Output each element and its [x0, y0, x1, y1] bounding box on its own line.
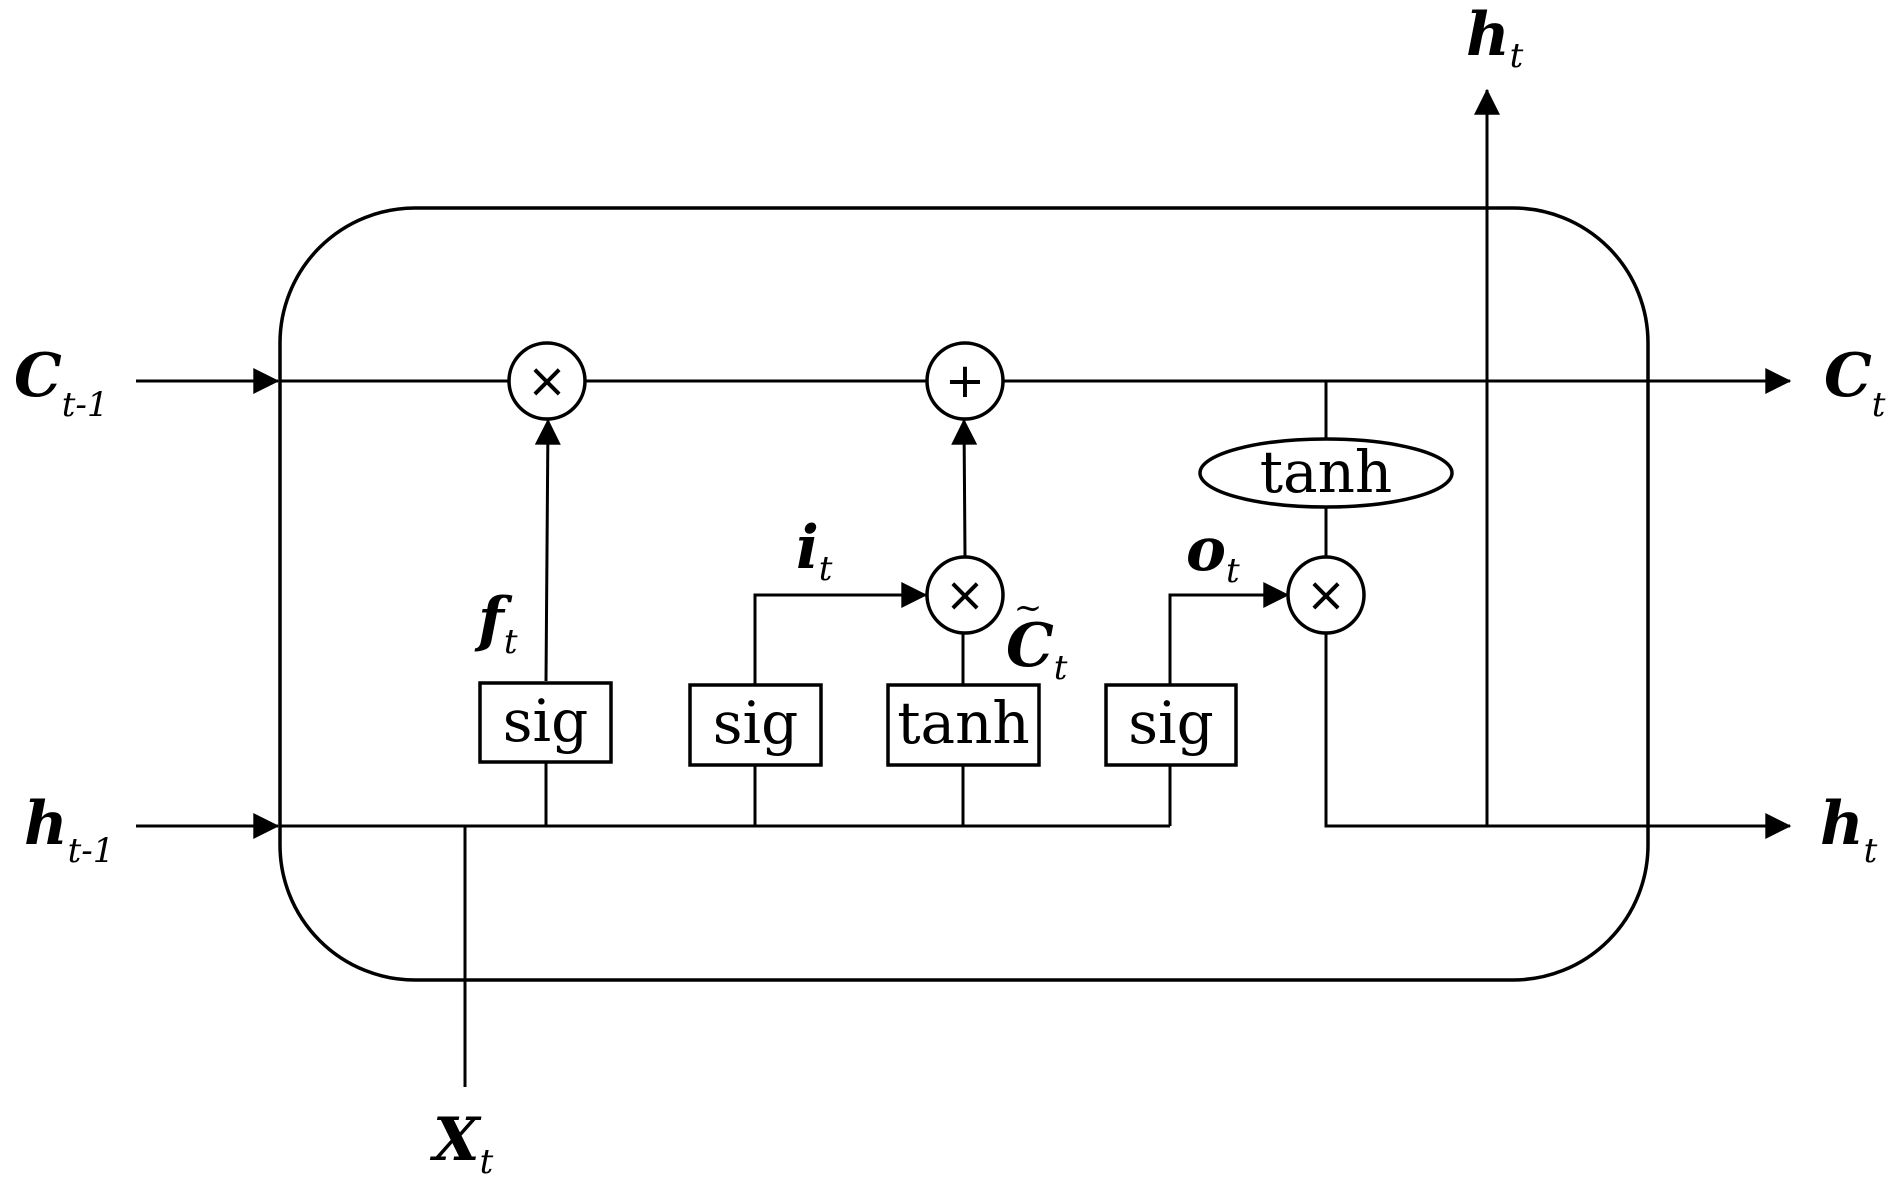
- c-prev-label: Ct-1: [14, 341, 109, 425]
- forget-multiply-operator: ×: [507, 341, 587, 421]
- cell-add-operator: +: [925, 341, 1005, 421]
- c-out-label: Ct: [1824, 341, 1886, 425]
- c-tilde-label: Ct: [1006, 611, 1068, 688]
- input-multiply-operator: ×: [925, 555, 1005, 635]
- forget-multiply-symbol: ×: [527, 353, 567, 409]
- h-out-top-label: ht: [1466, 0, 1524, 76]
- input-gate: sig: [688, 683, 823, 767]
- c-tilde-accent: ~: [1014, 588, 1043, 628]
- hidden-output-wire: [1324, 634, 1792, 839]
- output-gate: sig: [1104, 683, 1238, 767]
- candidate-gate-label: tanh: [897, 689, 1030, 757]
- cell-tanh: tanh: [1198, 437, 1454, 509]
- input-product-arrow: [951, 418, 978, 557]
- o-gate-label: ot: [1186, 515, 1240, 591]
- f-gate-label: ft: [474, 585, 518, 662]
- input-gate-arrow: [753, 582, 928, 684]
- h-prev-label: ht-1: [24, 789, 114, 871]
- candidate-gate: tanh: [886, 683, 1041, 767]
- x-input-label: Xt: [429, 1105, 494, 1182]
- input-multiply-symbol: ×: [945, 567, 985, 623]
- forget-gate: sig: [478, 681, 613, 764]
- forget-gate-label: sig: [503, 687, 588, 755]
- h-out-right-label: ht: [1820, 789, 1878, 871]
- forget-gate-arrow: [534, 418, 561, 682]
- i-gate-label: it: [796, 513, 833, 589]
- output-gate-arrow: [1168, 582, 1290, 684]
- output-gate-label: sig: [1128, 689, 1213, 757]
- cell-tanh-label: tanh: [1260, 438, 1393, 506]
- lstm-cell-boundary: [278, 206, 1650, 982]
- cell-add-symbol: +: [945, 353, 985, 409]
- input-gate-label: sig: [713, 689, 798, 757]
- output-multiply-symbol: ×: [1306, 567, 1346, 623]
- output-multiply-operator: ×: [1286, 555, 1366, 635]
